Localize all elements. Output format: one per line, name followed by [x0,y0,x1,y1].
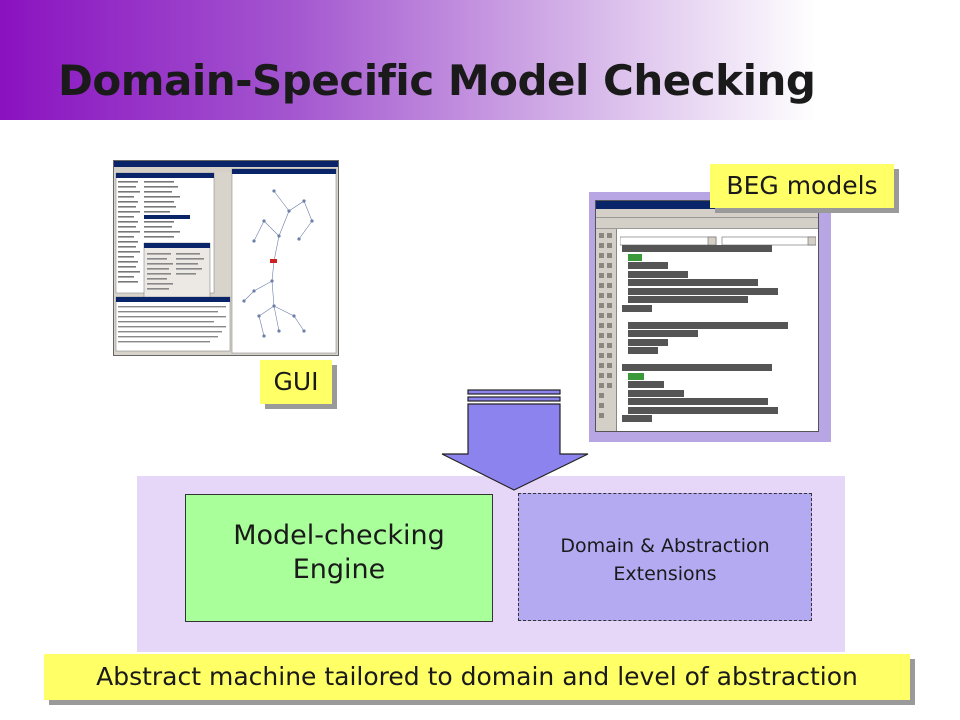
visual-basic-code-icon [595,200,819,432]
beg-models-callout: BEG models [710,164,894,208]
engine-label-line2: Engine [292,554,386,585]
title-band [0,0,960,120]
slide-title: Domain-Specific Model Checking [58,56,816,105]
extensions-label-line1: Domain & Abstraction [560,535,770,557]
extensions-label-line2: Extensions [613,563,717,585]
down-arrow-icon [441,389,589,491]
domain-abstraction-extensions-box: Domain & Abstraction Extensions [518,493,812,621]
engine-label-line1: Model-checking [233,520,445,551]
abstract-machine-callout: Abstract machine tailored to domain and … [44,654,910,700]
gui-callout: GUI [260,360,332,404]
model-checking-engine-box: Model-checking Engine [185,494,493,622]
gui-screenshot-icon [113,160,339,356]
